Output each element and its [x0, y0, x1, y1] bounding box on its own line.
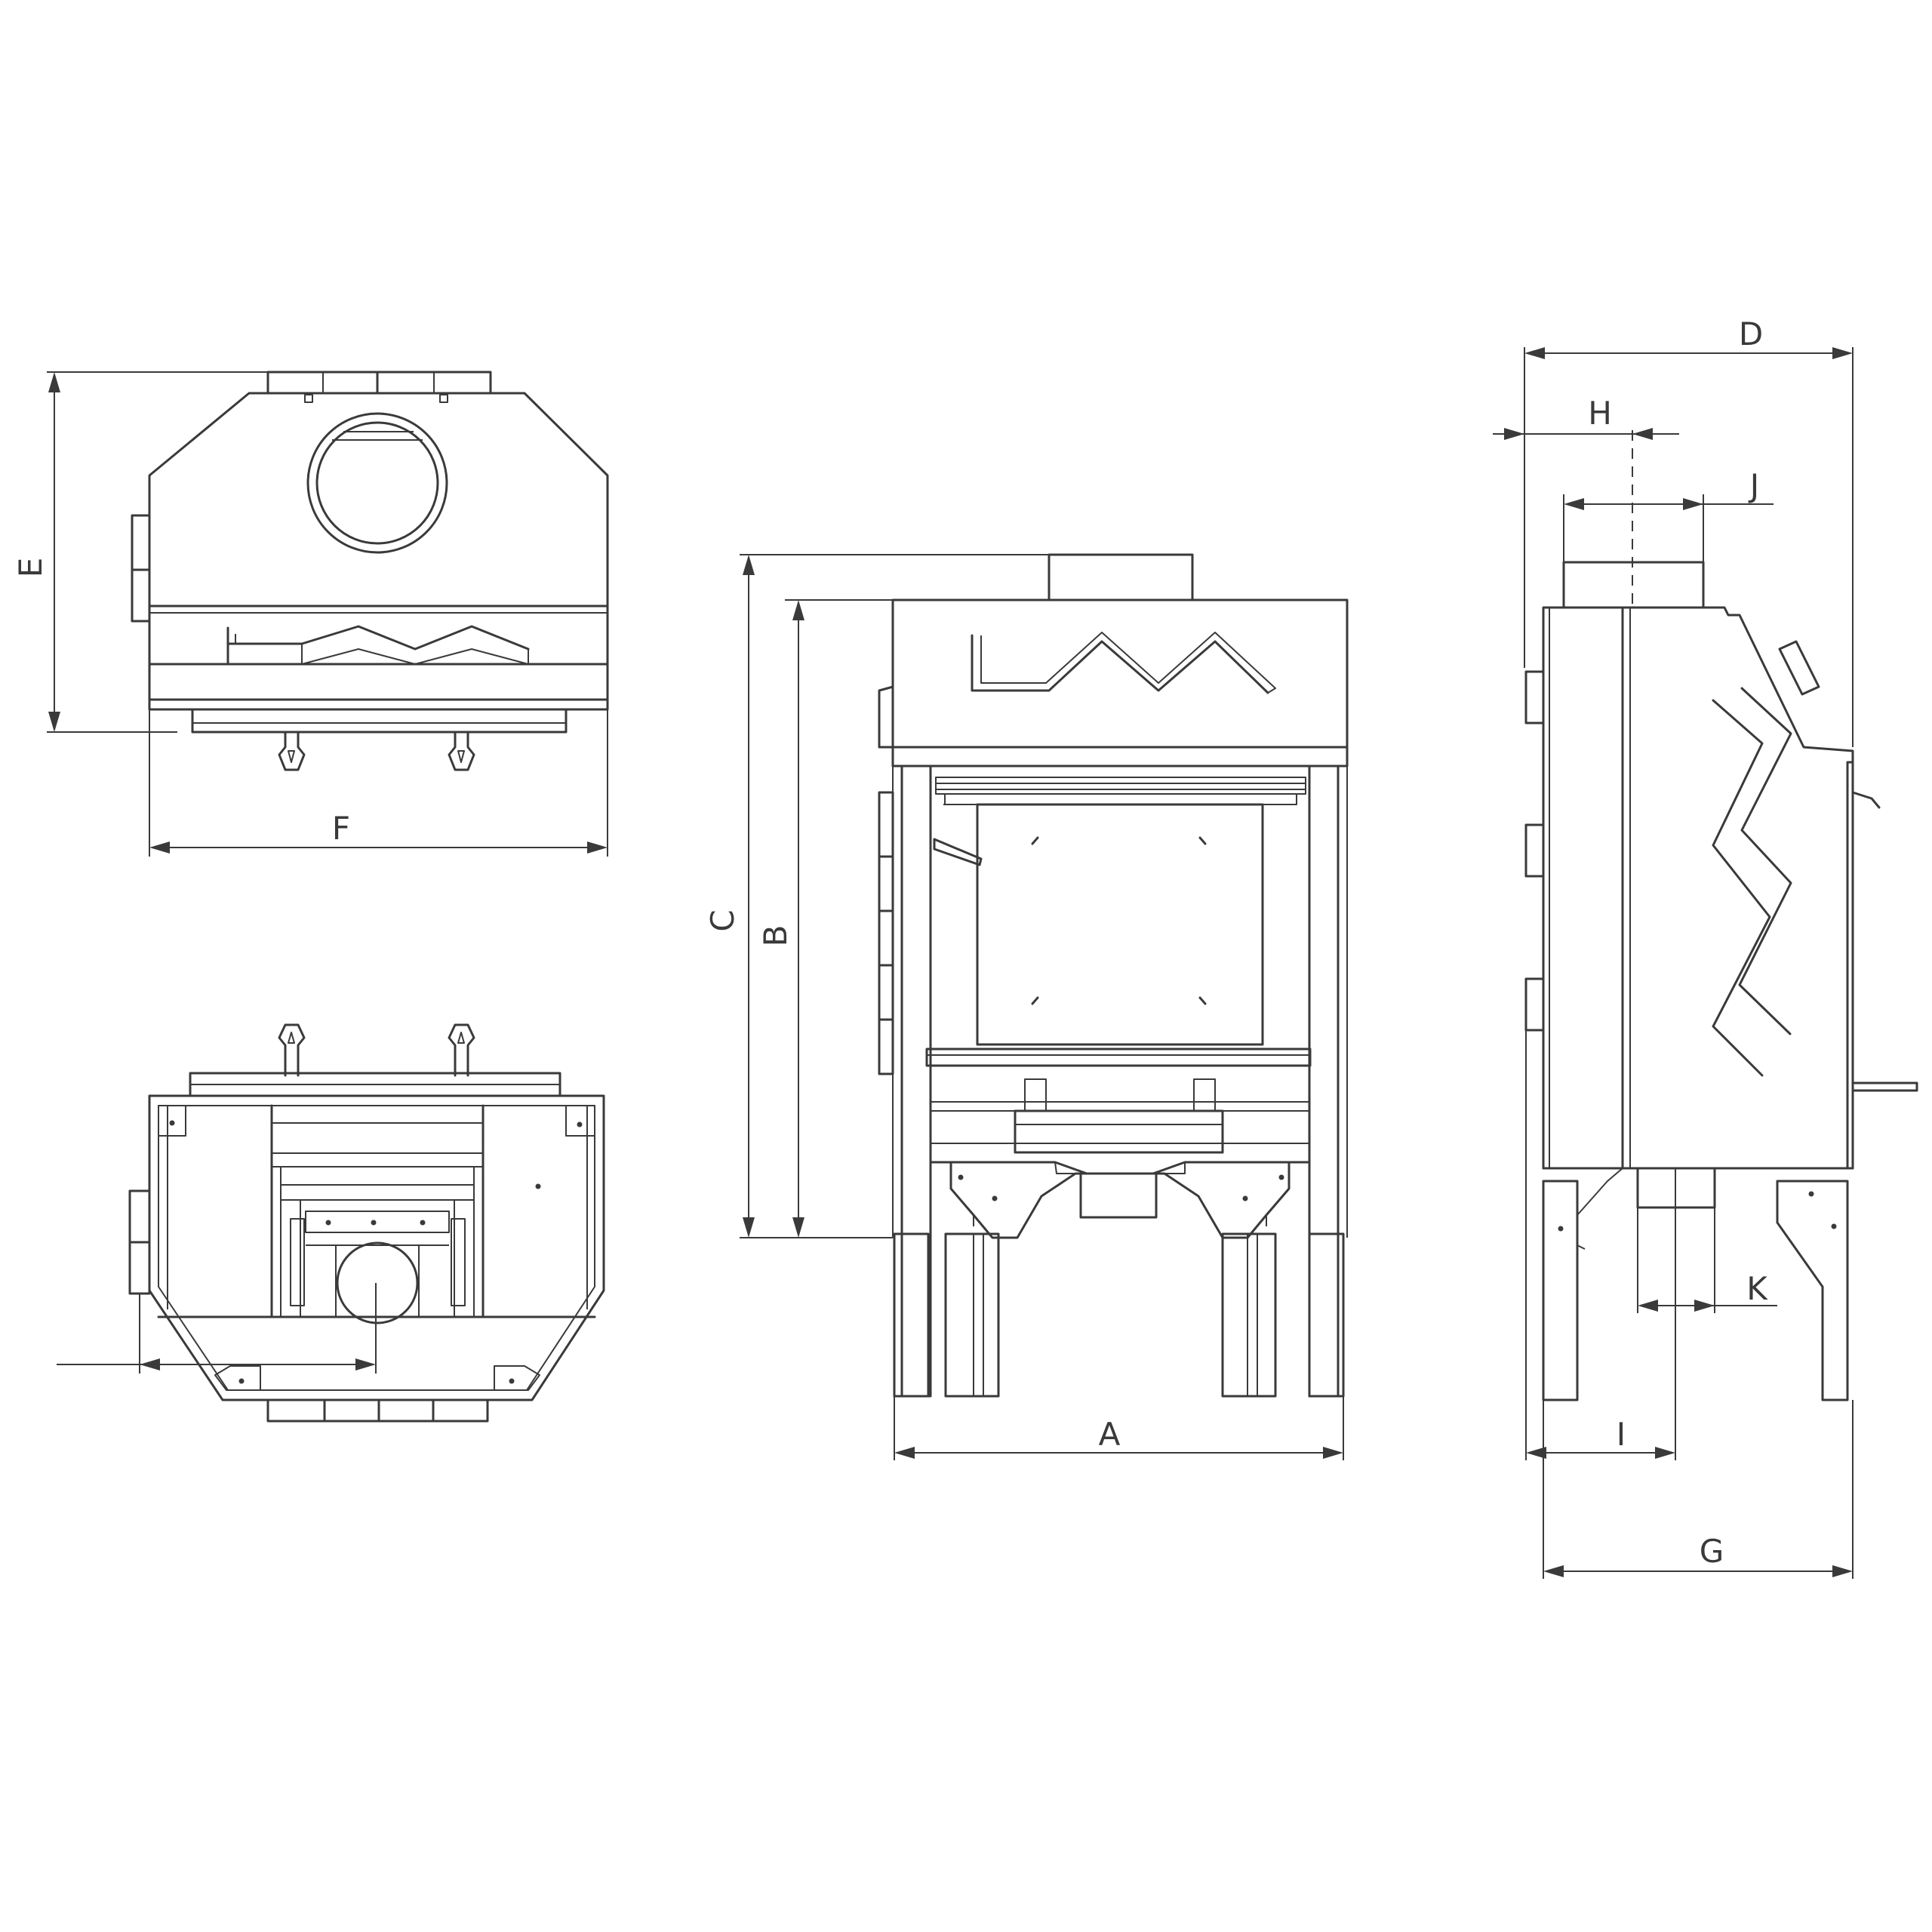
baffle-zigzag-top	[226, 625, 530, 666]
bottom-air-intake	[336, 1241, 419, 1324]
label-g: G	[1700, 1533, 1724, 1570]
dimension-j: J	[1563, 467, 1774, 562]
label-c: C	[704, 909, 741, 931]
dimension-k: K	[1637, 1208, 1777, 1313]
bottom-side-tab-2	[128, 1241, 151, 1295]
front-baffle-zigzag	[971, 634, 1269, 694]
bottom-side-tab-1	[128, 1189, 151, 1244]
label-j: J	[1748, 467, 1759, 504]
dimension-i: I	[1525, 1030, 1676, 1460]
side-leg-back	[1542, 1180, 1579, 1401]
flue-collar-inner	[315, 421, 439, 545]
handle-left-icon	[278, 731, 306, 771]
top-side-tab-2	[131, 568, 151, 623]
side-leg-front	[1776, 1180, 1849, 1401]
flue-collar-outer	[306, 412, 448, 554]
label-f: F	[332, 810, 350, 847]
front-leg-4	[1308, 1232, 1345, 1398]
side-flue-spigot	[1562, 561, 1705, 609]
top-side-tab-1	[131, 514, 151, 571]
door-frame-strip	[191, 708, 568, 734]
side-view	[1524, 430, 1918, 1401]
front-flue-outlet	[1048, 553, 1194, 601]
air-control-lever	[933, 838, 983, 866]
label-d: D	[1739, 315, 1763, 352]
dimension-h: H	[1493, 395, 1679, 440]
side-baffle-zigzag-1	[1712, 699, 1771, 1077]
side-baffle-zigzag-2	[1738, 687, 1792, 1035]
front-handle-left	[1024, 1078, 1047, 1112]
front-top-body	[891, 598, 1349, 749]
label-i: I	[1617, 1416, 1626, 1453]
side-ash-handle	[1851, 1081, 1918, 1092]
dimension-b: B	[757, 599, 893, 1238]
side-control-knob	[1778, 640, 1820, 696]
label-a: A	[1099, 1416, 1121, 1453]
firebox	[976, 803, 1264, 1046]
label-e: E	[12, 558, 49, 578]
ash-drawer	[1014, 1109, 1224, 1154]
bottom-handle-right-icon	[448, 1023, 475, 1077]
bottom-view	[57, 1023, 605, 1423]
front-air-intake	[1079, 1172, 1158, 1219]
front-pillar-right	[1308, 764, 1340, 1398]
front-view	[878, 553, 1349, 1398]
front-leg-1	[893, 1232, 930, 1398]
label-h: H	[1588, 395, 1612, 432]
dimension-f: F	[149, 709, 608, 857]
dimension-d: D	[1524, 315, 1854, 747]
handle-right-icon	[448, 731, 475, 771]
dimension-g: G	[1543, 1400, 1854, 1579]
front-leg-2	[944, 1232, 1000, 1398]
dimension-a: A	[894, 1396, 1344, 1460]
label-k: K	[1746, 1270, 1768, 1307]
front-leg-3	[1221, 1232, 1277, 1398]
front-handle-right	[1193, 1078, 1216, 1112]
dimension-e: E	[12, 371, 268, 733]
bottom-handle-left-icon	[278, 1023, 306, 1077]
top-view	[131, 371, 609, 771]
dimension-c: C	[704, 554, 1049, 1238]
label-b: B	[757, 925, 794, 947]
front-pillar-left	[900, 764, 932, 1398]
